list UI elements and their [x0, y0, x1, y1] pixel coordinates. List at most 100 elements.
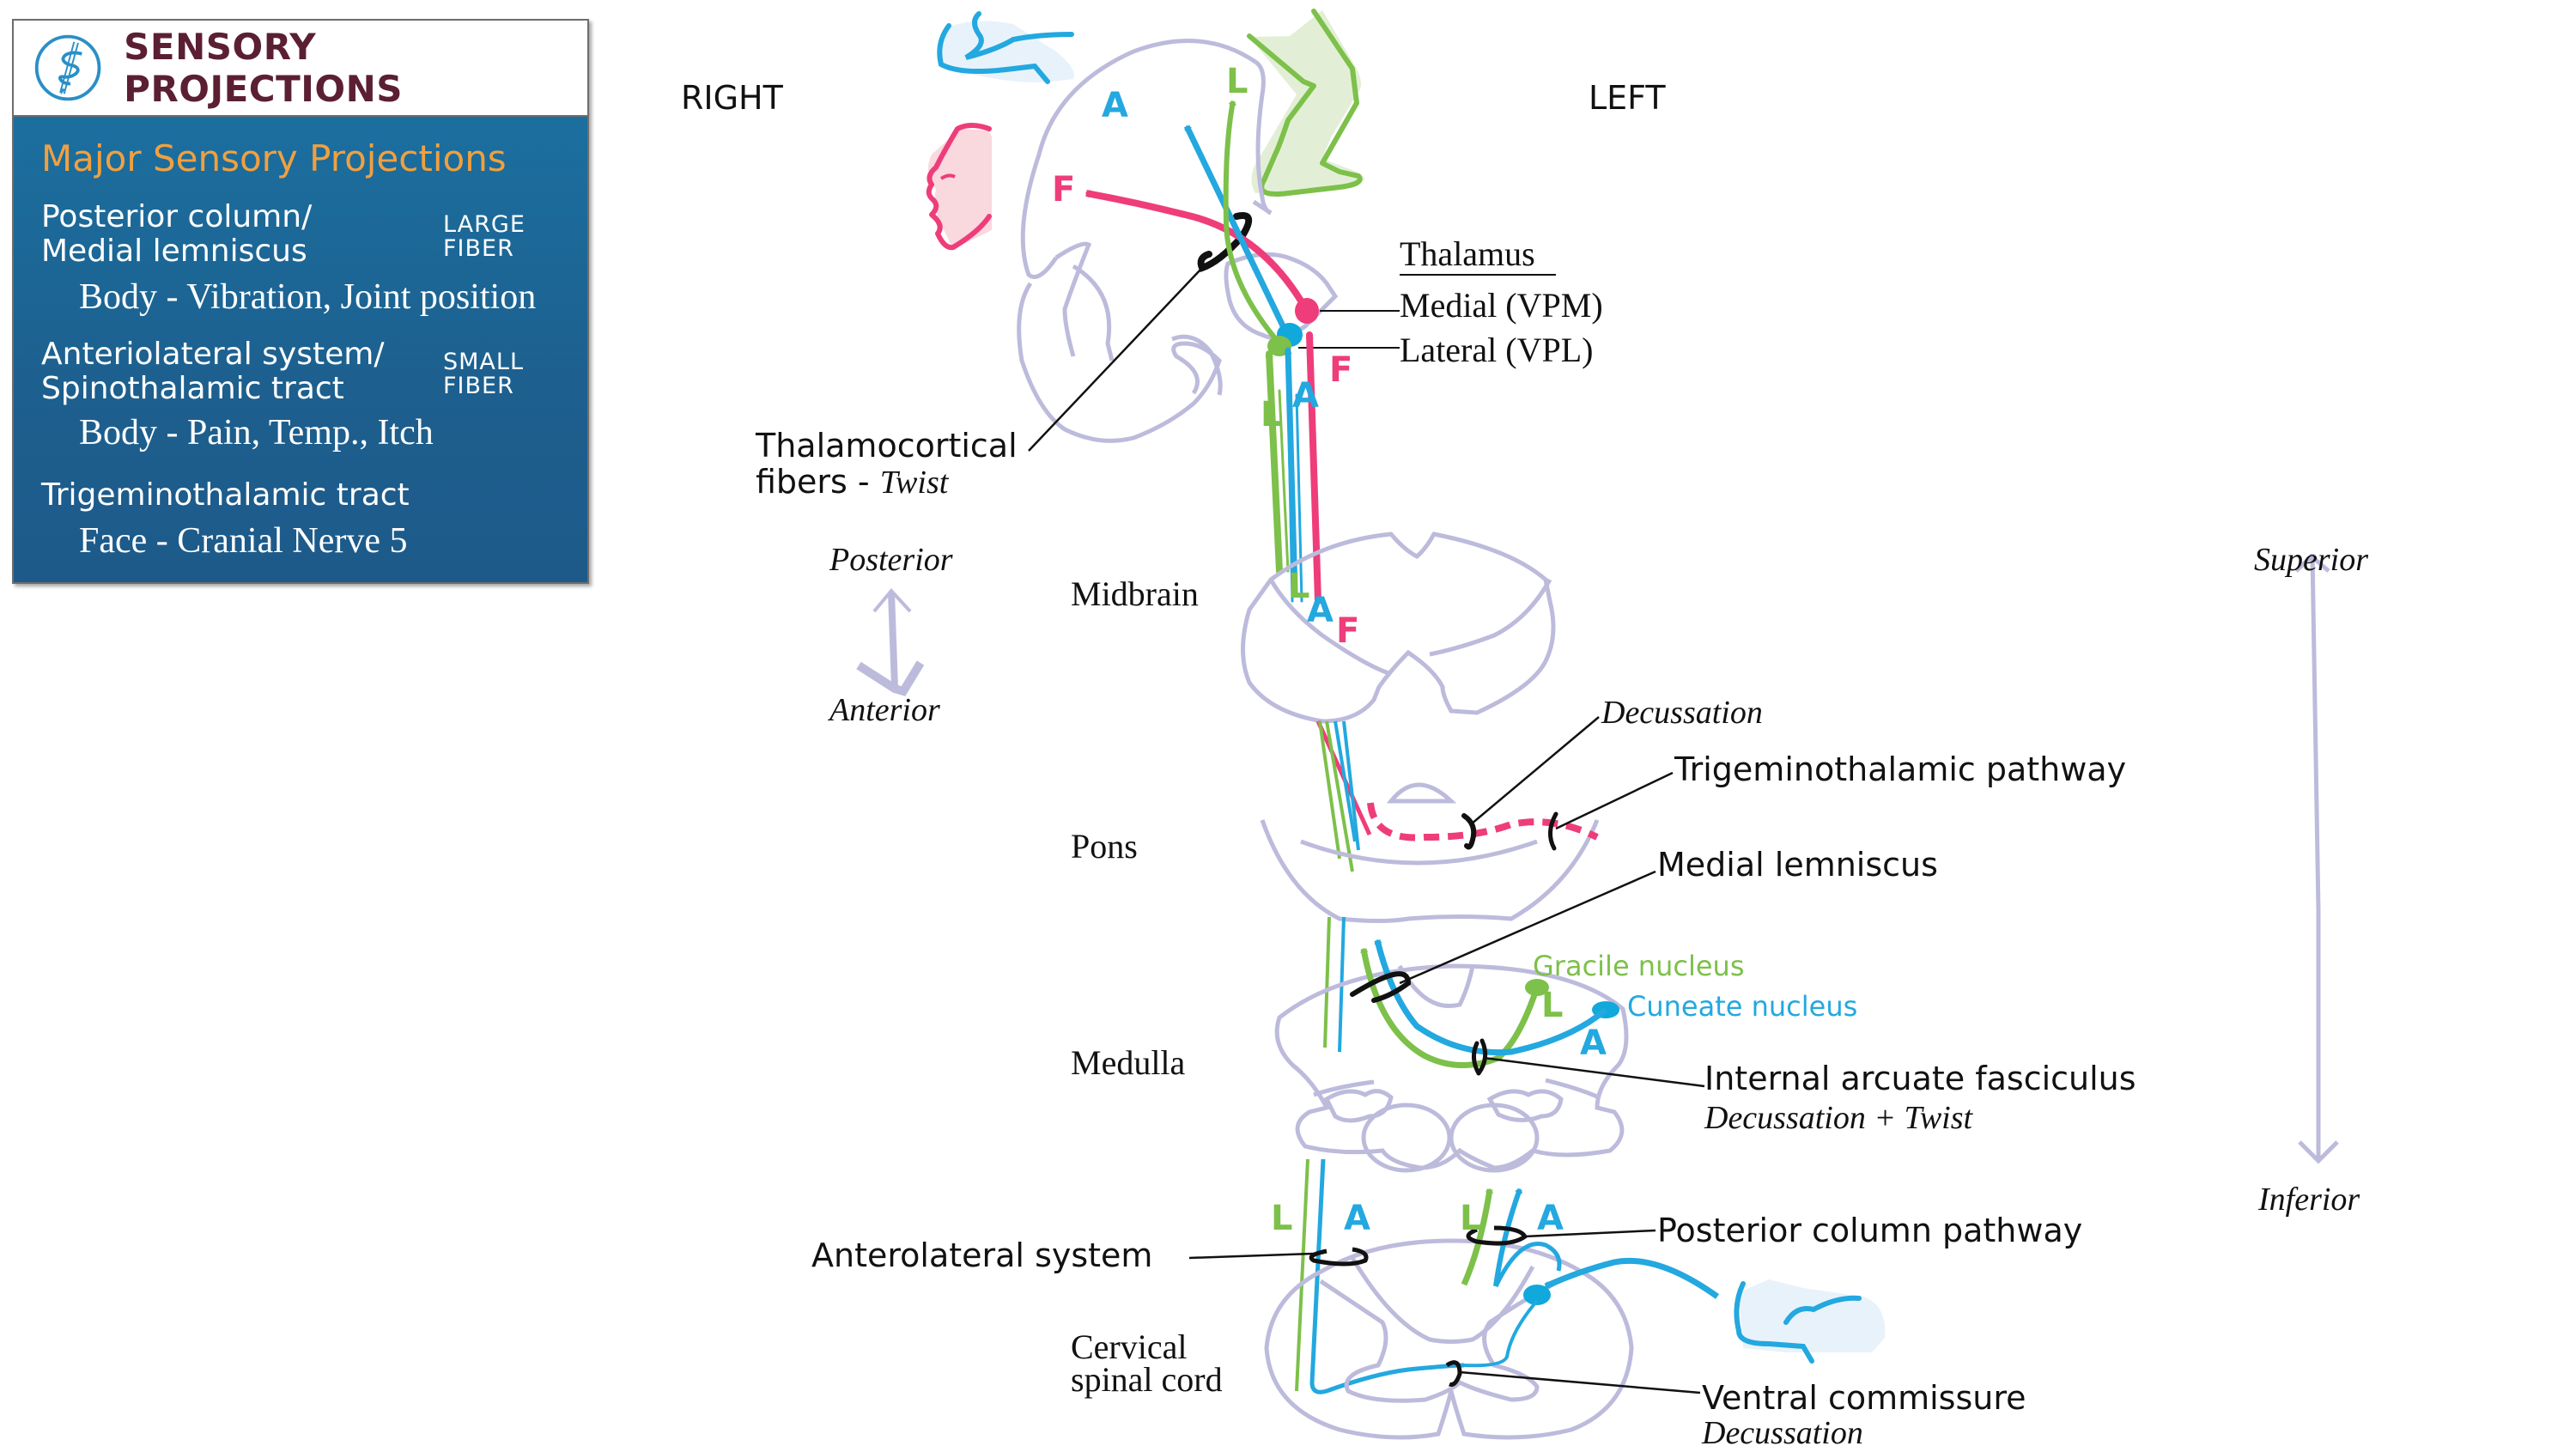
medulla-outline [1274, 963, 1629, 1173]
anterolateral-ring [1309, 1247, 1369, 1267]
thalamus-arm-letter: A [1292, 376, 1319, 416]
peripheral-afferent-arrow [1544, 1257, 1720, 1299]
inferior-label: Inferior [2258, 1182, 2360, 1218]
fiber-label: FIBER [443, 373, 514, 399]
cervical-label-line2: spinal cord [1071, 1360, 1223, 1399]
trigeminothalamic-dashed-path [1367, 802, 1599, 841]
leg-internal-arcuate-arrow [1360, 947, 1540, 1068]
medulla-arm-letter: A [1580, 1024, 1607, 1063]
legend-title: SENSORY PROJECTIONS [124, 26, 404, 110]
anterolateral-leader-line [1188, 1252, 1315, 1260]
fiber-size-label: LARGE [443, 211, 526, 238]
cortex-leg-letter: L [1226, 62, 1249, 101]
section-2-fiber-size: SMALL FIBER [443, 350, 524, 398]
section-1-detail: Body - Vibration, Joint position [79, 277, 537, 317]
thalamocortical-label: Thalamocortical fibers - Twist [756, 428, 1018, 501]
vpm-label: Medial (VPM) [1400, 286, 1603, 325]
legend-box: SENSORY PROJECTIONS Major Sensory Projec… [12, 19, 589, 584]
leg-illustration [1247, 9, 1364, 197]
thalamocortical-leader-line [1028, 267, 1203, 452]
vpm-nucleus [1295, 298, 1319, 324]
midbrain-leg-letter: L [1288, 567, 1310, 606]
dorsal-root-fiber [1493, 1242, 1562, 1288]
section-3-detail: Face - Cranial Nerve 5 [79, 521, 408, 561]
thalamocortical-label-line2: fibers - Twist [756, 464, 1018, 501]
ascending-tracts-upper [1265, 331, 1321, 604]
cortex-arm-letter: A [1102, 86, 1128, 125]
gracile-nucleus-label: Gracile nucleus [1533, 950, 1745, 982]
right-side-label: RIGHT [681, 79, 783, 117]
cervical-label-line1: Cervical [1071, 1327, 1188, 1366]
medial-lemniscus-label: Medial lemniscus [1657, 846, 1938, 884]
midbrain-face-letter: F [1336, 611, 1360, 651]
section-1-fiber-size: LARGE FIBER [443, 213, 526, 261]
fibers-text: fibers - [756, 463, 880, 501]
ventral-commissure-leader-line [1459, 1370, 1701, 1394]
section-2-line1: Anteriolateral system/ [41, 337, 385, 372]
face-projection-arrow [1084, 190, 1310, 313]
medial-lemniscus-ring [1350, 971, 1412, 1003]
fiber-size-label: SMALL [443, 349, 524, 375]
arm-illustration [937, 11, 1074, 84]
internal-arcuate-ring [1472, 1038, 1488, 1076]
ventral-commissure-label: Ventral commissure [1702, 1379, 2026, 1417]
cortex-face-letter: F [1052, 170, 1076, 210]
face-illustration [926, 123, 992, 251]
twist-text: Twist [879, 465, 949, 501]
section-2-detail: Body - Pain, Temp., Itch [79, 413, 434, 453]
cervical-spinal-cord-label: Cervical spinal cord [1071, 1327, 1223, 1399]
anterolateral-system-label: Anterolateral system [811, 1236, 1153, 1274]
section-1-line1: Posterior column/ [41, 199, 313, 234]
trigeminothalamic-label: Trigeminothalamic pathway [1674, 750, 2127, 788]
anterior-label: Anterior [829, 692, 940, 728]
hand-illustration [1734, 1279, 1886, 1364]
dorsal-horn-neuron [1523, 1285, 1551, 1305]
vpl-label: Lateral (VPL) [1400, 331, 1594, 369]
posterior-column-leader-line [1524, 1229, 1656, 1238]
cerebral-hemisphere-outline [1017, 39, 1339, 443]
posterior-label: Posterior [829, 542, 953, 578]
pons-label: Pons [1071, 827, 1138, 866]
posterior-column-label: Posterior column pathway [1657, 1212, 2083, 1249]
posterior-column-arm-letter: A [1537, 1199, 1564, 1238]
arm-posterior-column-arrow [1493, 1188, 1523, 1287]
ventral-commissure-ring [1445, 1360, 1462, 1387]
legend-subtitle: Major Sensory Projections [41, 137, 507, 179]
legend-body: Major Sensory Projections Posterior colu… [14, 117, 587, 582]
thalamus-title: Thalamus [1400, 234, 1535, 273]
legend-header: SENSORY PROJECTIONS [14, 21, 587, 117]
spinothalamic-crossing-fiber [1463, 1299, 1539, 1368]
decussation-leader-line [1470, 716, 1600, 825]
anterolateral-leg-letter: L [1271, 1199, 1293, 1238]
pons-decussation-label: Decussation [1601, 695, 1763, 731]
section-2-line2: Spinothalamic tract [41, 371, 344, 406]
midbrain-label: Midbrain [1071, 574, 1199, 613]
trigeminothalamic-ring [1548, 811, 1558, 851]
ascending-tracts-middle [1315, 720, 1372, 872]
medulla-label: Medulla [1071, 1043, 1186, 1082]
medial-lemniscus-leader-line [1399, 870, 1656, 985]
thalamus-leg-letter: L [1261, 395, 1283, 434]
superior-label: Superior [2254, 542, 2368, 578]
midbrain-outline [1241, 532, 1556, 724]
fiber-label: FIBER [443, 235, 514, 262]
superior-inferior-arrow [2294, 553, 2339, 1164]
anterolateral-arm-letter: A [1344, 1199, 1370, 1238]
section-1-line2: Medial lemniscus [41, 234, 307, 269]
ventral-commissure-sublabel: Decussation [1702, 1415, 1863, 1451]
medulla-leg-letter: L [1541, 986, 1564, 1025]
pons-outline [1260, 782, 1600, 923]
caduceus-pencil-icon [34, 34, 101, 101]
section-3-line1: Trigeminothalamic tract [41, 477, 410, 513]
decussation-ring-pons [1461, 813, 1477, 850]
left-side-label: LEFT [1589, 79, 1666, 117]
internal-arcuate-label: Internal arcuate fasciculus [1704, 1060, 2136, 1097]
posterior-column-leg-letter: L [1460, 1199, 1482, 1238]
arm-projection-arrow [1183, 125, 1291, 338]
posterior-anterior-arrow [856, 587, 925, 696]
spinal-cord-outline [1264, 1238, 1634, 1440]
anterolateral-tracts-lower [1295, 1158, 1465, 1394]
cuneate-nucleus-label: Cuneate nucleus [1627, 990, 1858, 1023]
trigeminothalamic-leader-line [1555, 771, 1674, 830]
